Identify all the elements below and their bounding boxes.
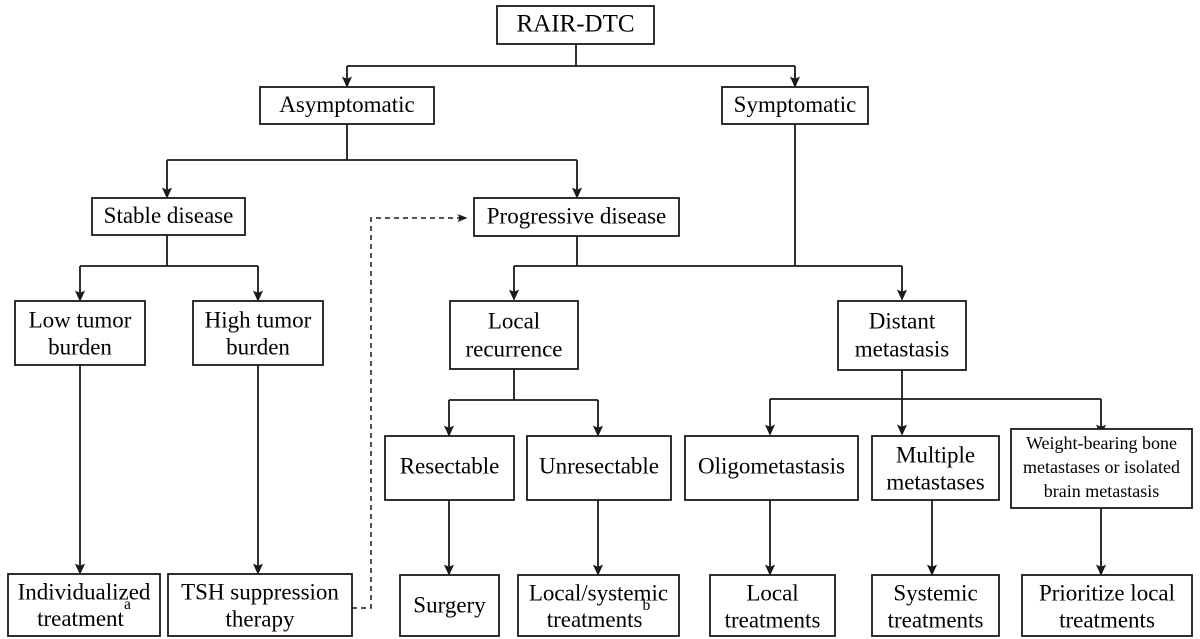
node-systemic-treatments-line2: treatments [888,607,984,632]
node-asymptomatic-label: Asymptomatic [279,92,414,117]
node-multiple-metastases-line2: metastases [886,469,984,494]
node-distant-metastasis-line2: metastasis [855,336,950,361]
node-progressive-disease-label: Progressive disease [487,203,667,228]
node-surgery-label: Surgery [413,592,486,617]
node-progressive-disease[interactable]: Progressive disease [473,197,680,237]
node-stable-disease[interactable]: Stable disease [91,197,246,236]
node-oligometastasis-label: Oligometastasis [698,453,845,478]
node-low-tumor-burden-line1: Low tumor [29,307,132,332]
node-individualized-treatment[interactable]: Individualized treatmenta [7,573,161,637]
node-individualized-treatment-superscript: a [124,596,131,613]
node-prioritize-local-line2: treatments [1059,607,1155,632]
node-oligometastasis[interactable]: Oligometastasis [684,435,859,501]
node-local-systemic-treatments[interactable]: Local/systemic treatmentsb [517,574,680,637]
node-high-tumor-burden-line1: High tumor [205,307,312,332]
node-local-systemic-line2: treatmentsb [547,597,651,632]
node-surgery[interactable]: Surgery [399,574,500,637]
node-multiple-metastases-line1: Multiple [896,442,975,467]
node-weight-bearing-line1: Weight-bearing bone [1026,433,1177,453]
node-local-systemic-superscript: b [642,597,650,614]
node-local-recurrence-line2: recurrence [465,336,562,361]
node-weight-bearing-line2: metastases or isolated [1023,457,1180,477]
edge-distant-split [764,370,1107,436]
node-prioritize-local-line1: Prioritize local [1039,580,1175,605]
node-individualized-treatment-line2-text: treatment [37,606,124,631]
node-unresectable-label: Unresectable [539,453,659,478]
node-high-tumor-burden[interactable]: High tumor burden [192,300,324,366]
node-weight-bearing-bone[interactable]: Weight-bearing bone metastases or isolat… [1010,428,1193,509]
node-weight-bearing-line3: brain metastasis [1044,481,1159,501]
node-stable-disease-label: Stable disease [104,203,234,228]
node-symptomatic[interactable]: Symptomatic [721,86,869,125]
node-systemic-treatments[interactable]: Systemic treatments [871,574,1000,637]
node-tsh-suppression-line1: TSH suppression [181,579,339,604]
edge-stable-split [74,235,264,302]
node-asymptomatic[interactable]: Asymptomatic [259,86,435,125]
node-distant-metastasis[interactable]: Distant metastasis [837,300,967,371]
node-tsh-suppression-line2: therapy [226,606,295,631]
node-tsh-suppression-therapy[interactable]: TSH suppression therapy [167,573,353,637]
node-local-systemic-line2-text: treatments [547,607,643,632]
node-local-systemic-line1: Local/systemic [529,580,668,605]
edge-localrecurrence-split [443,369,604,437]
node-unresectable[interactable]: Unresectable [526,435,672,501]
edge-tsh-to-progressive-dashed [352,213,468,609]
node-individualized-treatment-line1: Individualized [18,579,151,604]
node-low-tumor-burden-line2: burden [48,334,112,359]
node-low-tumor-burden[interactable]: Low tumor burden [14,300,146,366]
node-symptomatic-label: Symptomatic [734,92,857,117]
node-local-recurrence-line1: Local [488,308,540,333]
node-resectable[interactable]: Resectable [384,435,515,501]
node-local-recurrence[interactable]: Local recurrence [449,300,579,370]
node-prioritize-local-treatments[interactable]: Prioritize local treatments [1021,574,1193,637]
node-local-treatments[interactable]: Local treatments [709,574,836,637]
node-distant-metastasis-line1: Distant [869,308,936,333]
node-resectable-label: Resectable [400,453,500,478]
edge-asymptomatic-split [161,123,583,199]
node-high-tumor-burden-line2: burden [226,334,290,359]
node-systemic-treatments-line1: Systemic [893,580,977,605]
node-rair-dtc[interactable]: RAIR-DTC [496,5,655,45]
edge-root-split [341,44,801,88]
node-rair-dtc-label: RAIR-DTC [516,11,634,38]
node-individualized-treatment-line2: treatmenta [37,596,131,631]
node-local-treatments-line1: Local [746,580,798,605]
node-local-treatments-line2: treatments [725,607,821,632]
node-multiple-metastases[interactable]: Multiple metastases [871,435,1000,501]
edge-progressive-split [508,236,908,301]
